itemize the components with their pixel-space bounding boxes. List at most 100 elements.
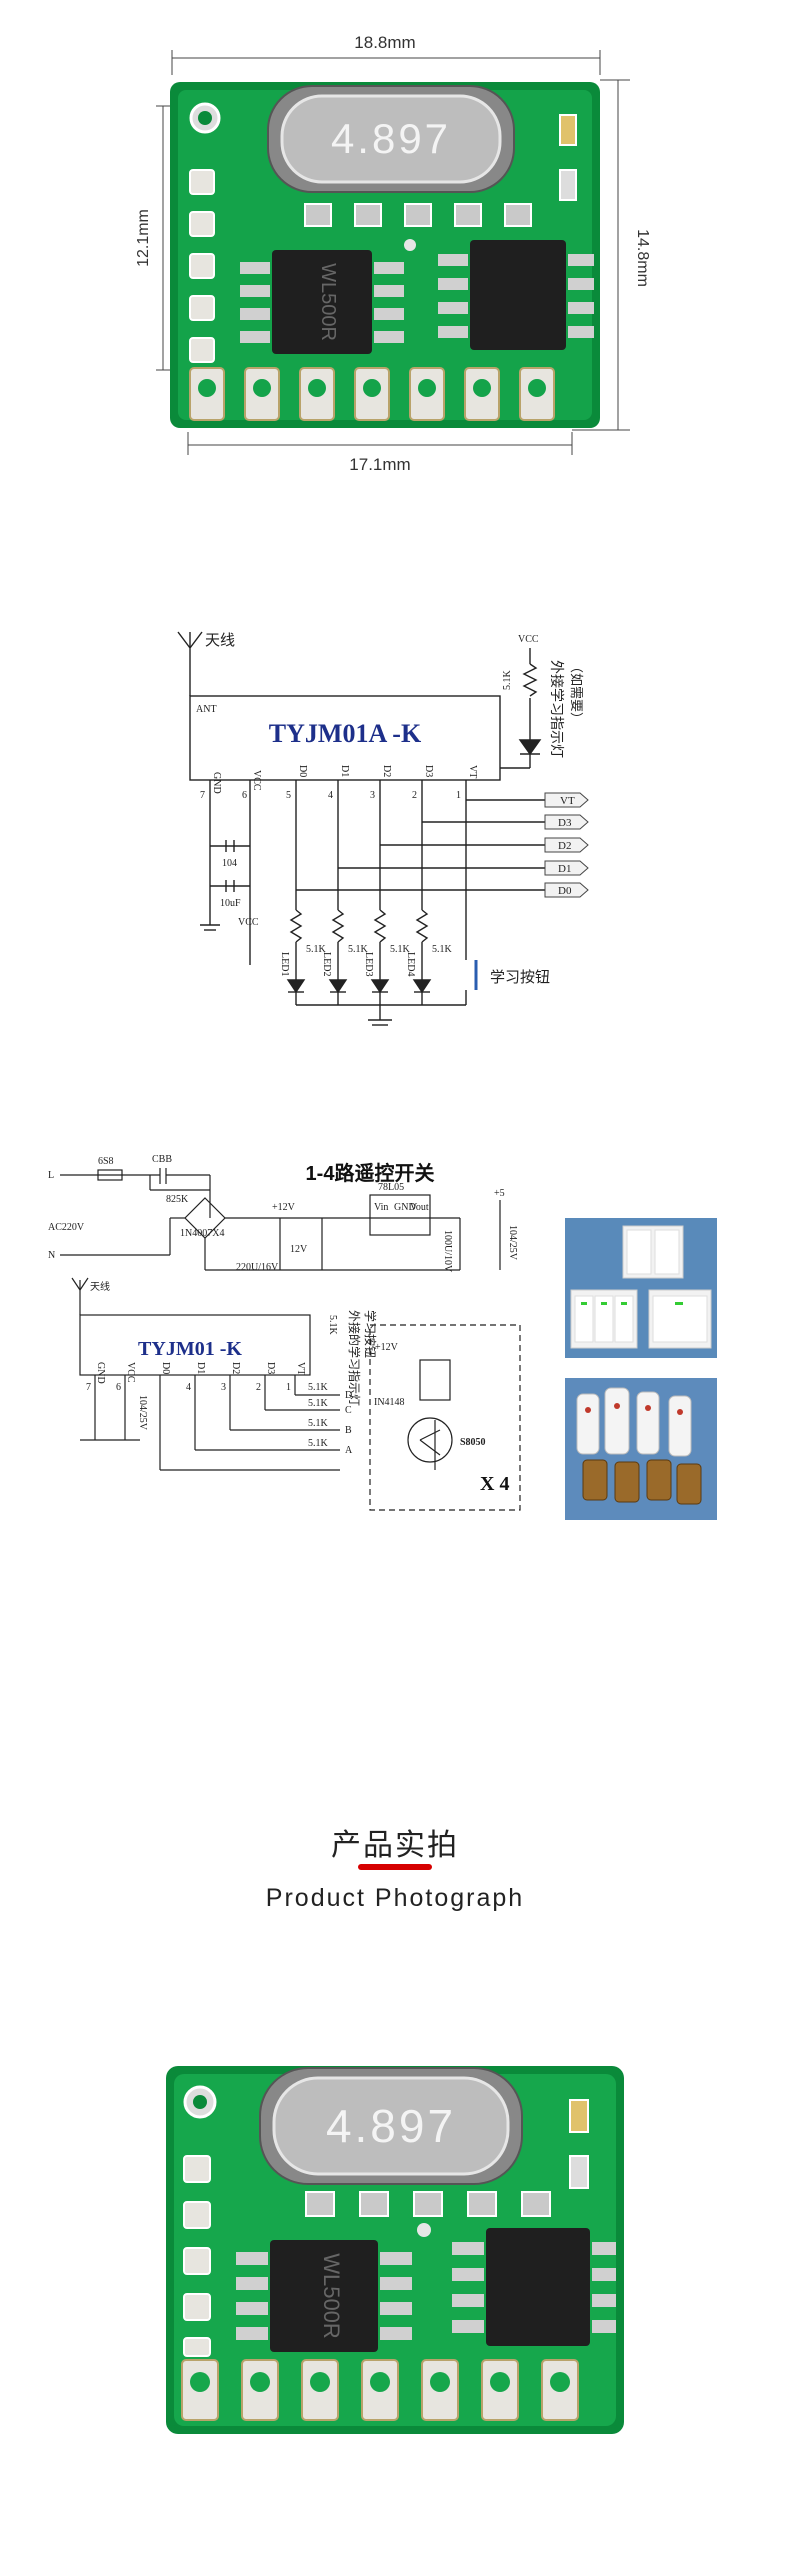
module2-name: TYJM01 -K <box>138 1338 242 1360</box>
res-in-label: 825K <box>166 1194 189 1205</box>
diode-label: IN4148 <box>374 1397 405 1408</box>
crystal-label: 4.897 <box>331 115 451 162</box>
pin2-d3: D3 <box>265 1362 276 1374</box>
ch-c: C <box>345 1405 352 1416</box>
regulator-label: 78L05 <box>378 1182 404 1193</box>
led-4: LED4 <box>405 952 416 976</box>
pinnum2-3: 3 <box>221 1382 226 1393</box>
button2-label: 学习按钮 <box>363 1310 378 1358</box>
vcc-label: VCC <box>238 917 259 928</box>
ch-a: A <box>345 1445 353 1456</box>
pcb-dimension-figure: 18.8mm 12.1mm 14.8mm 17.1mm <box>135 33 651 474</box>
indicator2-label: 外接的学习指示灯 <box>347 1310 362 1406</box>
pin-d3: D3 <box>423 765 434 777</box>
dim-height-left: 12.1mm <box>135 209 152 267</box>
section-title-cn: 产品实拍 <box>331 1829 459 1862</box>
cap-bottom-label: 104/25V <box>137 1395 148 1431</box>
res-top: 5.1K <box>502 670 513 691</box>
pin-d1: D1 <box>339 765 350 777</box>
remote-controls-photo <box>565 1378 717 1520</box>
out-d0: D0 <box>558 885 572 897</box>
pin2-gnd: GND <box>95 1362 106 1384</box>
reg-vin: Vin <box>374 1202 388 1213</box>
pinnum2-1: 1 <box>286 1382 291 1393</box>
pinnum-2: 2 <box>412 790 417 801</box>
title-underline <box>358 1864 432 1870</box>
led-2: LED2 <box>321 952 332 976</box>
cap-104: 104 <box>222 858 237 869</box>
pin-gnd: GND <box>211 772 222 794</box>
cap-el-label: 220U/16V <box>236 1262 279 1273</box>
pinnum2-7: 7 <box>86 1382 91 1393</box>
zener-label: 12V <box>290 1244 308 1255</box>
out-vt: VT <box>560 795 575 807</box>
pin2-vcc: VCC <box>125 1362 136 1383</box>
relay-v: +12V <box>375 1342 399 1353</box>
x4-label: X 4 <box>480 1473 509 1495</box>
res2-1: 5.1K <box>308 1382 329 1393</box>
fuse-label: 6S8 <box>98 1156 114 1167</box>
vcc-top: VCC <box>518 634 539 645</box>
cap-10uf: 10uF <box>220 898 241 909</box>
res-1: 5.1K <box>306 944 327 955</box>
ac-label: AC220V <box>48 1222 85 1233</box>
out-d2: D2 <box>558 840 571 852</box>
n-label: N <box>48 1250 55 1261</box>
learn-button-label: 学习按钮 <box>490 969 550 986</box>
res2-2: 5.1K <box>308 1398 329 1409</box>
dim-width: 18.8mm <box>354 33 415 52</box>
res-4: 5.1K <box>432 944 453 955</box>
v5-label: +5 <box>494 1188 505 1199</box>
dim-height-right: 14.8mm <box>634 229 651 287</box>
pinnum2-2: 2 <box>256 1382 261 1393</box>
cap-reg-label: 100U/10V <box>442 1230 453 1273</box>
pin2-d1: D1 <box>195 1362 206 1374</box>
product-photo: 4.897 WL500R <box>166 2066 624 2434</box>
pin2-d2: D2 <box>230 1362 241 1374</box>
indicator-note: （如需要） <box>569 660 584 725</box>
chip-label: WL500R <box>317 263 339 341</box>
pin-vt: VT <box>467 765 478 778</box>
res2-top: 5.1K <box>327 1315 338 1336</box>
out-d3: D3 <box>558 817 572 829</box>
antenna-label: 天线 <box>205 632 235 649</box>
pinnum-6: 6 <box>242 790 247 801</box>
cbb-label: CBB <box>152 1154 172 1165</box>
reg-vout: Vout <box>410 1202 429 1213</box>
pinnum-4: 4 <box>328 790 333 801</box>
wall-switch-photo <box>565 1218 717 1358</box>
pcb-board: 4.897 WL500R <box>170 82 600 428</box>
transistor-label: S8050 <box>460 1437 486 1448</box>
product-crystal-label: 4.897 <box>326 2100 456 2152</box>
led-1: LED1 <box>279 952 290 976</box>
bridge-label: 1N4007X4 <box>180 1228 224 1239</box>
product-chip-label: WL500R <box>319 2253 344 2339</box>
antenna2-label: 天线 <box>90 1280 110 1293</box>
schematic-2: 1-4路遥控开关 <box>48 1154 521 1511</box>
pin-d0: D0 <box>297 765 308 777</box>
ant-pin: ANT <box>196 704 217 715</box>
led-3: LED3 <box>363 952 374 976</box>
v12-label: +12V <box>272 1202 296 1213</box>
pinnum-1: 1 <box>456 790 461 801</box>
schematic-1: VT D3 D2 D1 D0 天线 ANT TYJM01A -K GND VCC… <box>177 631 589 1026</box>
cap-reg2-label: 104/25V <box>507 1225 518 1261</box>
pinnum2-6: 6 <box>116 1382 121 1393</box>
res-3: 5.1K <box>390 944 411 955</box>
l-label: L <box>48 1170 54 1181</box>
schematic2-title: 1-4路遥控开关 <box>306 1161 435 1185</box>
ch-b: B <box>345 1425 352 1436</box>
out-d1: D1 <box>558 863 571 875</box>
pinnum-5: 5 <box>286 790 291 801</box>
indicator-label: 外接学习指示灯 <box>549 660 565 758</box>
pinnum-3: 3 <box>370 790 375 801</box>
res2-3: 5.1K <box>308 1418 329 1429</box>
pin-vcc: VCC <box>251 770 262 791</box>
pinnum-7: 7 <box>200 790 205 801</box>
pinnum2-4: 4 <box>186 1382 191 1393</box>
dim-bottom: 17.1mm <box>349 455 410 474</box>
reg-gnd: GND <box>394 1202 416 1213</box>
pin2-d0: D0 <box>160 1362 171 1374</box>
ch-d: D <box>345 1390 352 1401</box>
section-title-en: Product Photograph <box>265 1884 525 1912</box>
